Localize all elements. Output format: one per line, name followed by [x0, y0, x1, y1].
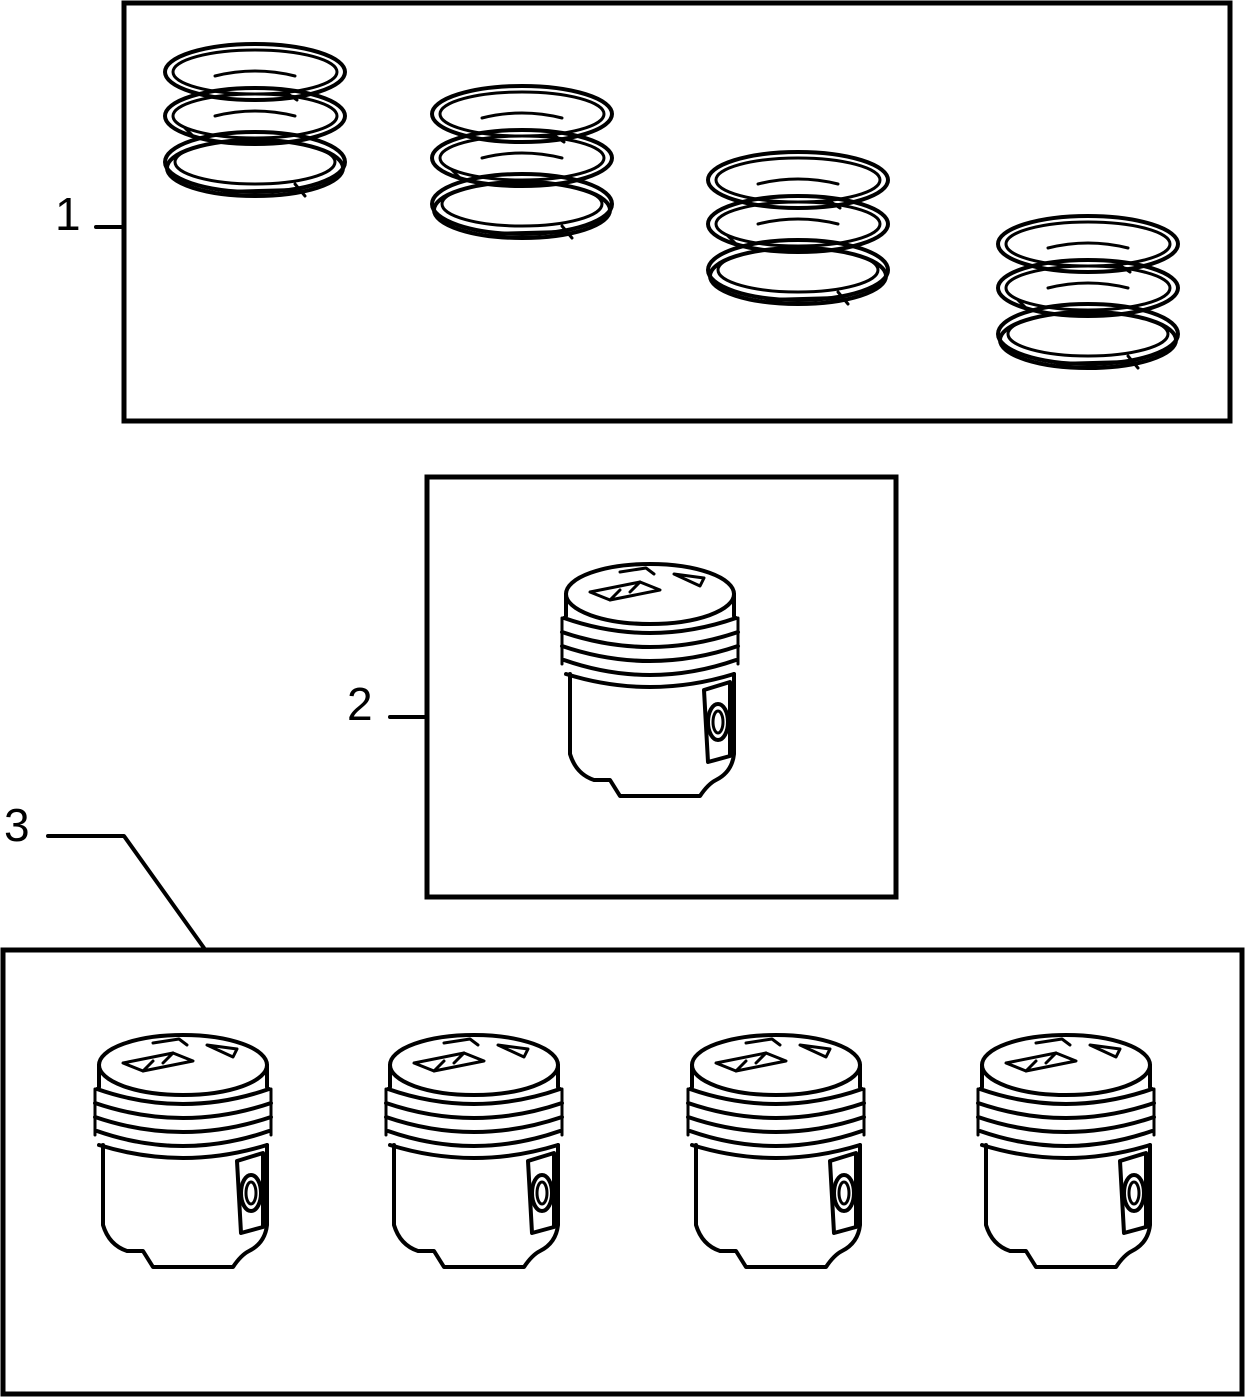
callout-3-leader [46, 834, 206, 950]
callout-2-label: 2 [347, 678, 373, 730]
callout-3-label: 3 [4, 799, 30, 851]
piston-rings-box [121, 0, 1233, 424]
callout-1-label: 1 [55, 188, 81, 240]
piston-set-box [0, 947, 1245, 1397]
